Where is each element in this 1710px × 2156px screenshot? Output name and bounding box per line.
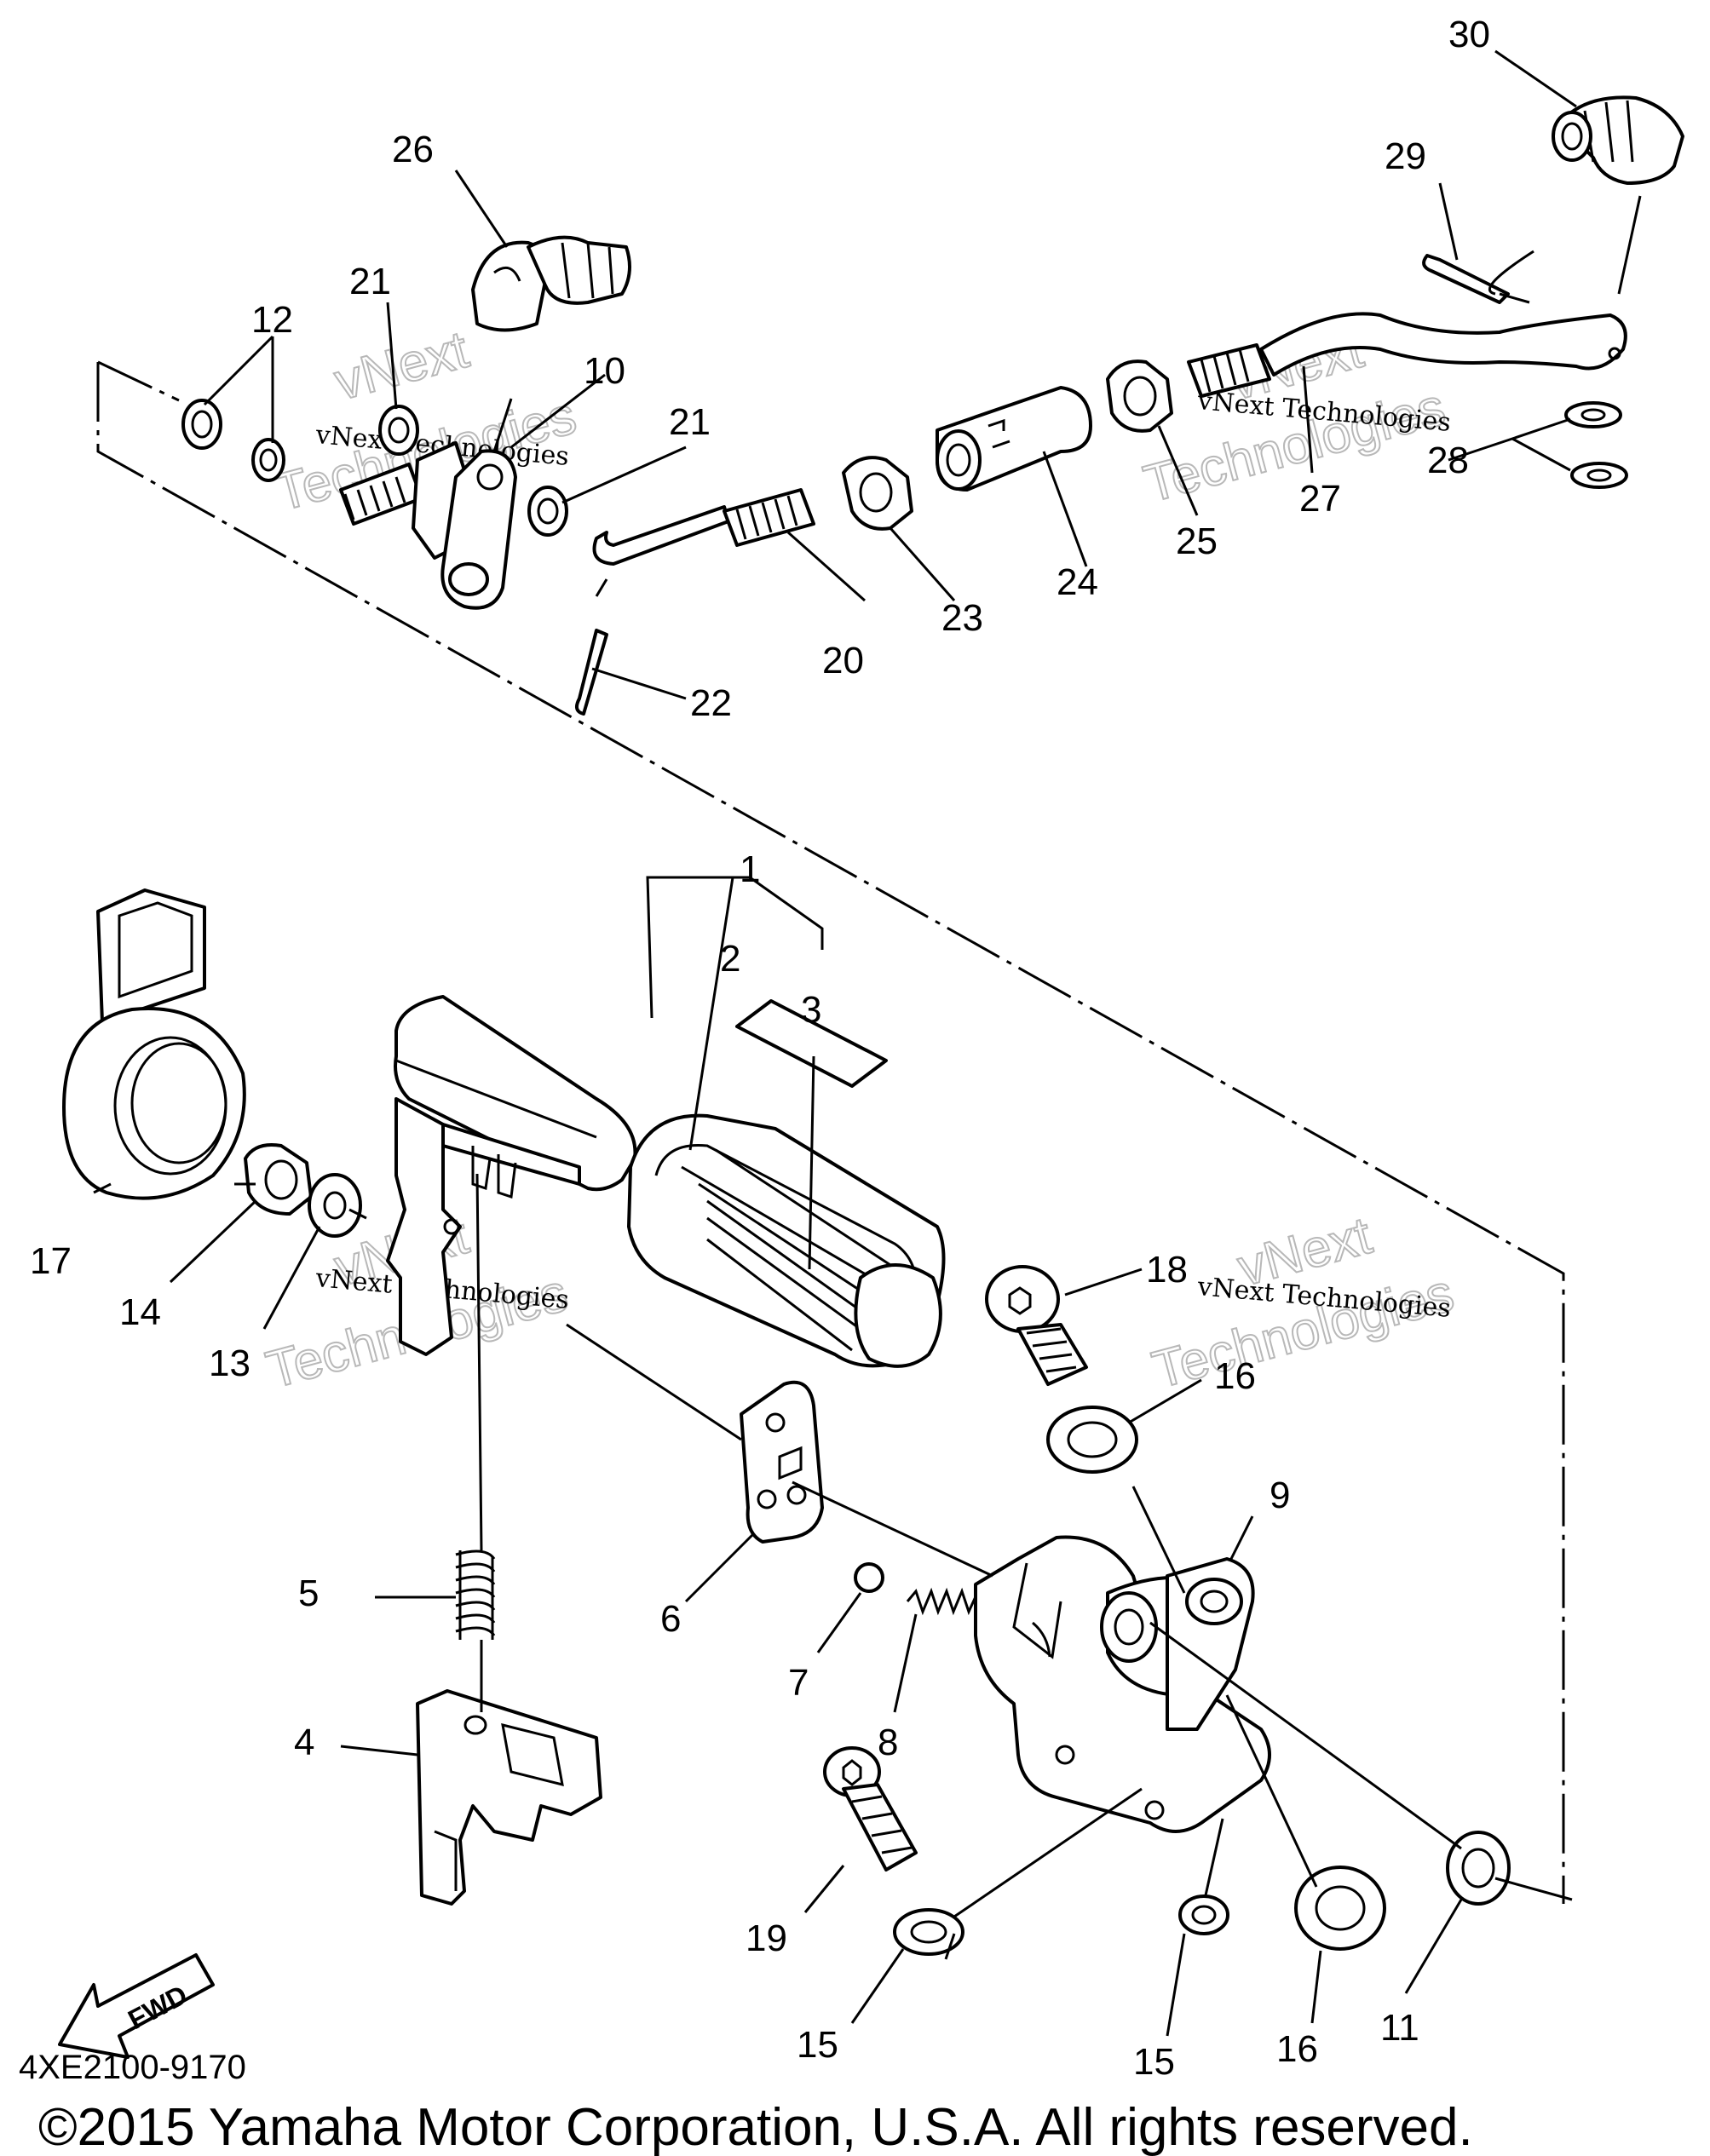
- callout-4: 4: [294, 1722, 314, 1763]
- callout-12: 12: [251, 299, 293, 341]
- boundary-lines: [96, 360, 1565, 1904]
- callout-3: 3: [801, 989, 821, 1031]
- callout-1: 1: [740, 848, 760, 890]
- callout-7: 7: [788, 1662, 809, 1704]
- leader-lines: [93, 49, 1577, 2037]
- part-21-washer-b: [527, 486, 568, 537]
- part-15-washer-a: [893, 1908, 964, 1956]
- copyright-notice: ©2015 Yamaha Motor Corporation, U.S.A. A…: [38, 2098, 1473, 2156]
- part-10-shift-lever: [339, 441, 517, 610]
- part-8-spring: [906, 1587, 979, 1616]
- callout-17: 17: [30, 1240, 72, 1282]
- callout-23: 26: [392, 129, 434, 170]
- part-19-bolt: [823, 1746, 918, 1871]
- part-20-shift-rod: [592, 488, 815, 566]
- callout-30: 30: [1448, 14, 1490, 55]
- part-14-nut: [244, 1143, 313, 1216]
- part-18-bolt: [985, 1265, 1088, 1386]
- callout-15-a: 15: [797, 2024, 838, 2066]
- callout-28: 28: [1427, 440, 1469, 481]
- watermark-large-1a: vNext: [329, 320, 475, 412]
- part-9-control-housing: [974, 1535, 1271, 1833]
- part-code: 4XE2100-9170: [19, 2049, 246, 2086]
- callout-18: 18: [1146, 1249, 1188, 1291]
- part-11-washer: [1446, 1831, 1511, 1906]
- callout-21-a: 21: [349, 261, 391, 302]
- callout-24: 24: [1057, 561, 1098, 603]
- callout-16-b: 16: [1276, 2028, 1318, 2070]
- callout-10: 10: [584, 350, 625, 392]
- part-28-washer-b: [1570, 462, 1628, 489]
- callout-25: 25: [1176, 520, 1218, 562]
- callout-19: 19: [746, 1917, 787, 1959]
- callout-6: 6: [660, 1598, 681, 1640]
- callout-20: 20: [822, 640, 864, 681]
- part-15-washer-b: [1178, 1894, 1229, 1935]
- part-25-nut: [1106, 359, 1173, 433]
- part-7-ball: [854, 1562, 884, 1593]
- callout-29: 29: [1385, 135, 1426, 177]
- callout-14: 14: [119, 1291, 161, 1333]
- part-5-spring: [455, 1549, 496, 1640]
- callout-26: 23: [941, 597, 983, 639]
- part-28-washer-a: [1564, 401, 1622, 428]
- callout-21-b: 21: [669, 401, 711, 443]
- part-13-washer: [308, 1173, 362, 1238]
- callout-27: 27: [1299, 478, 1341, 520]
- callout-16-a: 16: [1214, 1355, 1256, 1397]
- callout-22: 22: [690, 682, 732, 724]
- part-16-washer-b: [1294, 1866, 1386, 1951]
- part-26-nut: [842, 456, 913, 531]
- part-24-joint-sleeve: [936, 386, 1092, 492]
- part-23-grommet: [471, 235, 631, 332]
- part-21-washer-a: [378, 405, 419, 456]
- part-12-washer-a: [181, 399, 222, 450]
- callout-13: 13: [209, 1342, 250, 1384]
- callout-5: 5: [298, 1572, 319, 1614]
- callout-labels: 30 29 26 21 12 10 21 24 25 27 28 23 20 2…: [30, 14, 1490, 2083]
- part-12-washer-b: [251, 438, 285, 482]
- callout-15-b: 15: [1133, 2041, 1175, 2083]
- part-27-shift-rod: [1187, 312, 1627, 398]
- part-2-grip: [627, 1113, 946, 1368]
- part-6-stopper-plate: [740, 1380, 824, 1544]
- part-30-boot: [1552, 95, 1684, 185]
- part-16-washer-a: [1046, 1406, 1138, 1474]
- callout-9: 9: [1270, 1475, 1290, 1516]
- fwd-arrow-icon: FWD: [58, 1953, 215, 2059]
- part-4-interlock: [416, 1689, 602, 1906]
- part-17-lever-adapter: [62, 888, 246, 1200]
- callout-8: 8: [878, 1722, 898, 1763]
- callout-11: 11: [1380, 2007, 1419, 2049]
- part-1-control-handle: [386, 995, 637, 1356]
- part-22-cotter-pin: [574, 629, 608, 716]
- callout-2: 2: [720, 938, 740, 980]
